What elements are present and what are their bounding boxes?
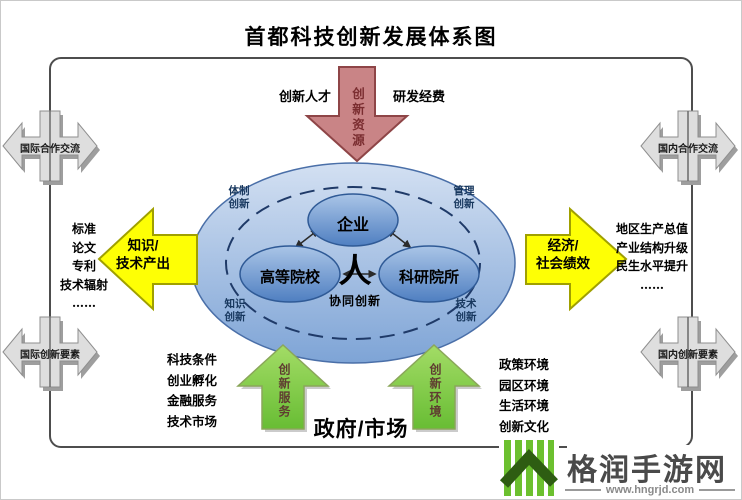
node-enterprise-label: 企业 (336, 217, 369, 234)
node-enterprise-shape (307, 193, 399, 247)
label-technology-innovation: 技术 创新 (455, 298, 477, 323)
list-item: 金融服务 (166, 393, 217, 408)
list-item: 标准 (71, 222, 96, 236)
node-institute-shape (378, 245, 480, 303)
right-arrow-label: 经济/ 社会绩效 (536, 238, 590, 271)
node-institute-label: 科研院所 (398, 269, 459, 286)
left-output-list: 标准 论文 专利 技术辐射 …… (49, 220, 119, 313)
list-item: 政策环境 (498, 357, 549, 372)
list-item: 科技条件 (166, 352, 217, 367)
label-knowledge-innovation: 知识 创新 (224, 298, 246, 323)
watermark-logo (499, 438, 559, 498)
list-item: 创业孵化 (166, 372, 217, 388)
list-item: …… (640, 277, 664, 292)
core-collaboration-label: 协同创新 (328, 294, 381, 308)
label-rd-funding: 研发经费 (392, 90, 445, 105)
watermark-url-row: www.hngrjd.com (565, 484, 735, 496)
dashed-ellipse (225, 186, 481, 340)
edge-arrow-bottom-left-label: 国际创新要素 (20, 350, 80, 361)
edge-arrow-bottom-right-label: 国内创新要素 (658, 350, 718, 361)
label-innovation-talent: 创新人才 (278, 90, 331, 105)
green-arrow-innovation-service (236, 343, 330, 430)
red-arrow-label: 创新资源 (350, 87, 364, 149)
list-item: 创新文化 (498, 418, 549, 434)
divider (699, 489, 735, 491)
government-market-label: 政府/市场 (313, 418, 409, 441)
core-people-label: 人 (338, 251, 372, 290)
watermark-url: www.hngrjd.com (605, 484, 695, 496)
list-item: …… (72, 296, 96, 310)
right-outcome-list: 地区生产总值 产业结构升级 民生水平提升 …… (603, 220, 701, 294)
green-right-arrow-label: 创新环境 (428, 363, 442, 419)
label-system-innovation: 体制 创新 (228, 185, 250, 210)
list-item: 技术市场 (166, 413, 217, 429)
list-item: 园区环境 (498, 377, 549, 393)
list-item: 地区生产总值 (615, 222, 688, 236)
node-university-shape (239, 245, 341, 303)
list-item: 论文 (71, 240, 96, 255)
yellow-arrow-performance (525, 206, 628, 312)
green-left-arrow-label: 创新服务 (277, 363, 291, 419)
yellow-arrow-knowledge-output (97, 206, 198, 312)
list-item: 生活环境 (498, 398, 549, 413)
green-arrow-innovation-environment (387, 343, 481, 430)
list-item: 产业结构升级 (615, 240, 688, 255)
watermark-site-name: 格润手游网 (567, 445, 737, 489)
logo-roof-icon (499, 448, 558, 488)
bottom-left-service-list: 科技条件 创业孵化 金融服务 技术市场 (156, 350, 228, 432)
page-title: 首都科技创新发展体系图 (244, 26, 498, 49)
node-university-label: 高等院校 (259, 269, 320, 286)
bottom-right-environment-list: 政策环境 园区环境 生活环境 创新文化 (490, 355, 558, 437)
red-arrow-innovation-resources (304, 66, 410, 163)
edge-arrow-top-right-label: 国内合作交流 (658, 144, 718, 155)
left-arrow-label: 知识/ 技术产出 (116, 238, 170, 271)
list-item: 技术辐射 (59, 277, 108, 292)
divider (565, 489, 601, 491)
edge-arrow-top-left-label: 国际合作交流 (20, 144, 80, 155)
list-item: 专利 (71, 259, 96, 273)
label-management-innovation: 管理 创新 (453, 185, 475, 210)
list-item: 民生水平提升 (615, 259, 688, 273)
